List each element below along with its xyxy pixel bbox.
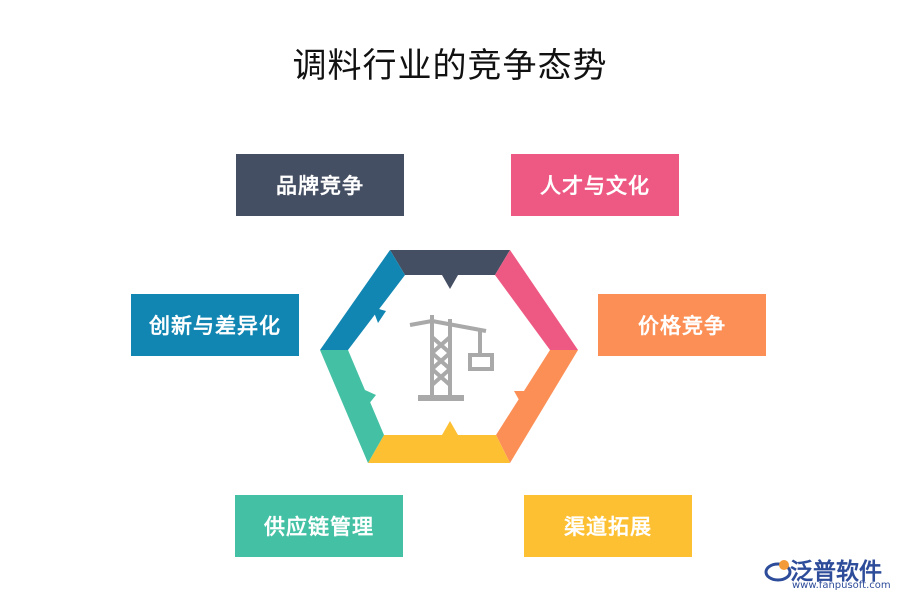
item-label: 品牌竞争 [276,173,364,198]
item-channel-expansion: 渠道拓展 [524,495,692,557]
hexagon-segment-talent [495,250,578,350]
item-brand-competition: 品牌竞争 [236,154,404,216]
hexagon-segment-supply [320,350,384,463]
logo-icon [764,560,792,582]
item-label: 创新与差异化 [149,313,281,338]
hexagon-segment-price [496,350,578,463]
brand-logo: 泛普软件 www.fanpusoft.com [756,550,896,596]
item-label: 供应链管理 [264,514,374,539]
hexagon-segment-channel [368,421,510,463]
item-label: 价格竞争 [638,313,726,338]
logo-name: 泛普软件 [790,559,882,585]
item-label: 渠道拓展 [564,514,652,539]
item-supply-chain: 供应链管理 [235,495,403,557]
hexagon-segment-brand [390,250,510,289]
item-talent-culture: 人才与文化 [511,154,679,216]
hexagon-diagram [320,250,578,463]
page-title: 调料行业的竞争态势 [292,46,608,86]
item-innovation: 创新与差异化 [131,294,299,356]
crane-icon [409,315,494,401]
item-label: 人才与文化 [540,173,650,198]
item-price-competition: 价格竞争 [598,294,766,356]
hexagon-segment-innovation [320,250,405,350]
logo-url: www.fanpusoft.com [792,580,891,591]
